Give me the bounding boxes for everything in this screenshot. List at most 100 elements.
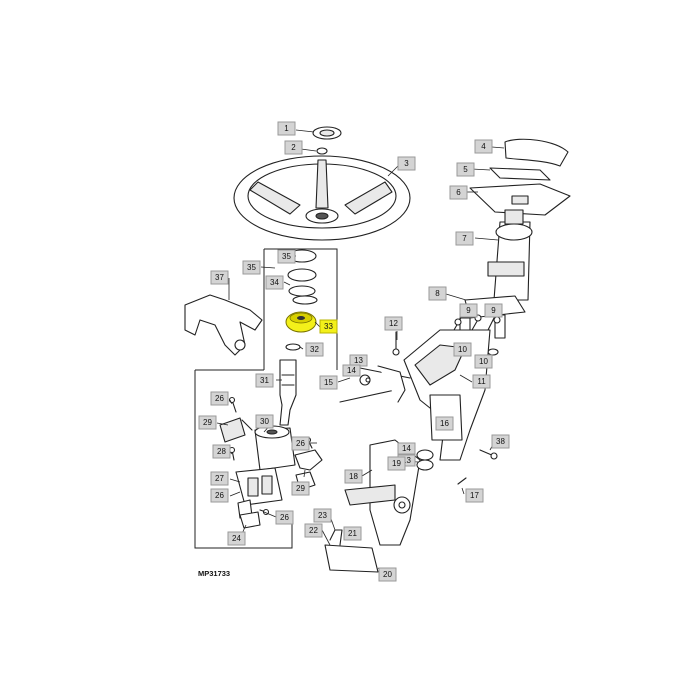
gearbox bbox=[254, 425, 296, 471]
svg-text:27: 27 bbox=[215, 474, 224, 483]
reference-code: MP31733 bbox=[198, 569, 230, 578]
callout-8[interactable]: 8 bbox=[428, 286, 447, 301]
callout-30[interactable]: 30 bbox=[255, 414, 274, 429]
callout-28[interactable]: 28 bbox=[212, 444, 231, 459]
svg-text:9: 9 bbox=[466, 306, 471, 315]
svg-text:8: 8 bbox=[435, 289, 440, 298]
callout-14a[interactable]: 14 bbox=[342, 364, 361, 377]
steering-wheel-cap bbox=[312, 126, 342, 140]
callout-38[interactable]: 38 bbox=[491, 434, 510, 449]
svg-text:29: 29 bbox=[203, 418, 212, 427]
callout-18[interactable]: 18 bbox=[344, 469, 363, 484]
svg-text:26: 26 bbox=[280, 513, 289, 522]
callout-31[interactable]: 31 bbox=[255, 373, 274, 388]
svg-text:22: 22 bbox=[309, 526, 318, 535]
o-ring bbox=[285, 343, 301, 351]
callout-17[interactable]: 17 bbox=[465, 488, 484, 503]
steering-wheel bbox=[233, 155, 411, 241]
svg-text:35: 35 bbox=[282, 252, 291, 261]
bracket-plate bbox=[489, 167, 551, 181]
callout-14b[interactable]: 14 bbox=[397, 442, 416, 455]
callout-26b[interactable]: 26 bbox=[291, 436, 310, 451]
svg-text:26: 26 bbox=[296, 439, 305, 448]
rack-housing bbox=[235, 467, 283, 519]
svg-text:28: 28 bbox=[217, 447, 226, 456]
dash-panel bbox=[469, 183, 571, 216]
callout-12[interactable]: 12 bbox=[384, 316, 403, 331]
svg-text:7: 7 bbox=[462, 234, 467, 243]
svg-text:6: 6 bbox=[456, 188, 461, 197]
column-cover-top bbox=[504, 138, 569, 167]
callout-6[interactable]: 6 bbox=[449, 185, 468, 200]
callout-26c[interactable]: 26 bbox=[210, 488, 229, 503]
bolt-right bbox=[457, 449, 498, 485]
svg-text:16: 16 bbox=[440, 419, 449, 428]
callout-26d[interactable]: 26 bbox=[275, 510, 294, 525]
callout-7[interactable]: 7 bbox=[455, 231, 474, 246]
svg-text:10: 10 bbox=[458, 345, 467, 354]
callout-26a[interactable]: 26 bbox=[210, 391, 229, 406]
svg-text:26: 26 bbox=[215, 491, 224, 500]
callout-33[interactable]: 33 bbox=[319, 319, 338, 334]
callout-22[interactable]: 22 bbox=[304, 523, 323, 538]
gear-33 bbox=[285, 311, 317, 333]
svg-text:14: 14 bbox=[402, 444, 411, 453]
pedal-pad bbox=[324, 529, 379, 573]
svg-text:12: 12 bbox=[389, 319, 398, 328]
svg-text:13: 13 bbox=[354, 356, 363, 365]
callout-13a[interactable]: 13 bbox=[349, 354, 368, 367]
svg-text:9: 9 bbox=[491, 306, 496, 315]
svg-text:3: 3 bbox=[404, 159, 409, 168]
callout-10a[interactable]: 10 bbox=[453, 342, 472, 357]
svg-text:17: 17 bbox=[470, 491, 479, 500]
svg-text:23: 23 bbox=[318, 511, 327, 520]
callout-5[interactable]: 5 bbox=[456, 162, 475, 177]
callout-24[interactable]: 24 bbox=[227, 531, 246, 546]
bushing bbox=[416, 449, 434, 471]
callout-15[interactable]: 15 bbox=[319, 375, 338, 390]
callout-4[interactable]: 4 bbox=[474, 139, 493, 154]
nut bbox=[316, 147, 328, 155]
callout-11[interactable]: 11 bbox=[472, 374, 491, 389]
bolts bbox=[453, 314, 501, 331]
svg-text:18: 18 bbox=[349, 472, 358, 481]
callout-27[interactable]: 27 bbox=[210, 471, 229, 486]
callout-37[interactable]: 37 bbox=[210, 270, 229, 285]
callout-21[interactable]: 21 bbox=[343, 526, 362, 541]
callout-35a[interactable]: 35 bbox=[277, 249, 296, 264]
callout-32[interactable]: 32 bbox=[305, 342, 324, 357]
svg-text:11: 11 bbox=[477, 377, 486, 386]
svg-text:38: 38 bbox=[496, 437, 505, 446]
svg-text:10: 10 bbox=[479, 357, 488, 366]
callout-9a[interactable]: 9 bbox=[459, 303, 478, 318]
svg-text:32: 32 bbox=[310, 345, 319, 354]
callout-19[interactable]: 19 bbox=[387, 456, 406, 471]
callout-2[interactable]: 2 bbox=[284, 140, 303, 155]
svg-text:4: 4 bbox=[481, 142, 486, 151]
svg-text:1: 1 bbox=[284, 124, 289, 133]
callout-3[interactable]: 3 bbox=[397, 156, 416, 171]
callout-34[interactable]: 34 bbox=[265, 275, 284, 290]
callout-29b[interactable]: 29 bbox=[291, 481, 310, 496]
callout-23[interactable]: 23 bbox=[313, 508, 332, 523]
callout-9b[interactable]: 9 bbox=[484, 303, 503, 318]
callout-1[interactable]: 1 bbox=[277, 121, 296, 136]
svg-text:20: 20 bbox=[383, 570, 392, 579]
screw-top bbox=[392, 331, 400, 356]
callout-20[interactable]: 20 bbox=[378, 567, 397, 582]
callout-10b[interactable]: 10 bbox=[474, 354, 493, 369]
callout-35b[interactable]: 35 bbox=[242, 260, 261, 275]
svg-text:14: 14 bbox=[347, 366, 356, 375]
callout-16[interactable]: 16 bbox=[435, 416, 454, 431]
svg-text:30: 30 bbox=[260, 417, 269, 426]
svg-text:33: 33 bbox=[324, 322, 333, 331]
svg-text:15: 15 bbox=[324, 378, 333, 387]
svg-text:37: 37 bbox=[215, 273, 224, 282]
callout-29a[interactable]: 29 bbox=[198, 415, 217, 430]
tilt-bracket bbox=[184, 294, 263, 356]
svg-text:21: 21 bbox=[348, 529, 357, 538]
pinion-gear bbox=[219, 417, 253, 443]
lower-bracket bbox=[239, 511, 261, 529]
